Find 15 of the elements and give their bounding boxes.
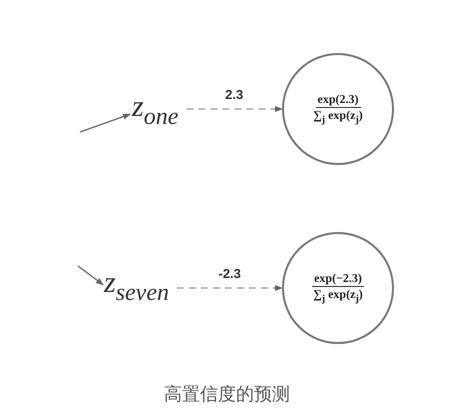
arrow <box>176 285 283 291</box>
fraction-numerator: exp(−2.3) <box>312 271 364 288</box>
caption: 高置信度的预测 <box>163 383 291 406</box>
fraction-numerator: exp(2.3) <box>316 92 360 108</box>
arrow <box>80 114 131 133</box>
edge-label: -2.3 <box>217 266 242 281</box>
logit-label: z$_{one}$ <box>132 92 178 129</box>
softmax-circle <box>282 232 394 344</box>
softmax-circle <box>282 53 394 165</box>
fraction-denominator: ∑$_{j}$ exp(z$_{j}$) <box>312 287 364 305</box>
logit-label: z$_{seven}$ <box>104 268 169 305</box>
fraction-denominator: ∑$_{j}$ exp(z$_{j}$) <box>312 108 364 126</box>
arrow <box>186 106 283 112</box>
arrow <box>78 265 104 286</box>
edge-label: 2.3 <box>224 87 244 102</box>
